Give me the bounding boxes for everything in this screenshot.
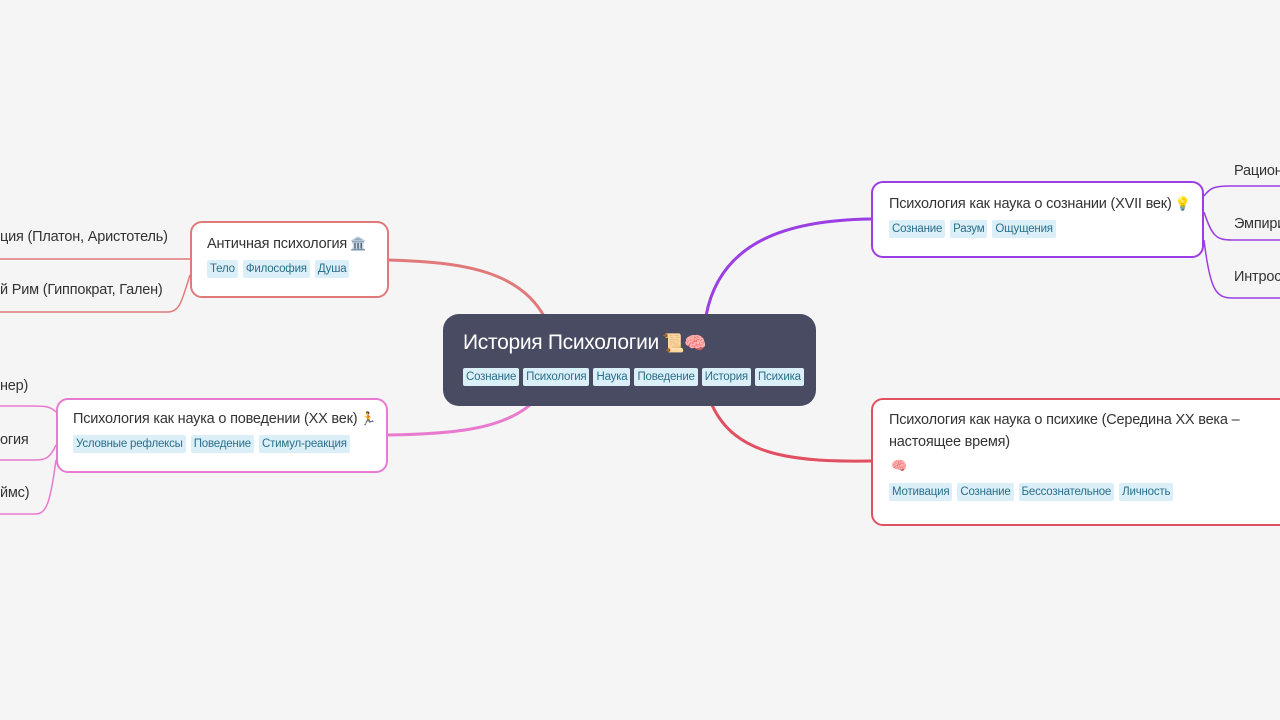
scroll-brain-icon: 📜🧠 (661, 333, 707, 354)
leaf-behavior-1[interactable]: нер) (0, 378, 29, 394)
link-behavior-child-2 (0, 444, 57, 461)
link-behavior-child-1 (0, 405, 57, 413)
link-behavior-child-3 (0, 459, 57, 515)
root-title: История Психологии📜🧠 (463, 328, 816, 358)
leaf-behavior-3[interactable]: ймс) (0, 485, 30, 501)
tag[interactable]: Мотивация (889, 483, 953, 501)
tag[interactable]: Тело (207, 260, 238, 279)
link-antique-child-2 (0, 274, 191, 313)
leaf-antique-1[interactable]: ция (Платон, Аристотель) (0, 229, 168, 245)
lightbulb-icon: 💡 (1174, 196, 1191, 212)
link-consc-child-2 (1203, 211, 1280, 241)
classical-building-icon: 🏛️ (350, 236, 367, 252)
tag[interactable]: Психика (754, 368, 804, 387)
tag[interactable]: Поведение (634, 368, 698, 387)
brain-icon: 🧠 (891, 457, 908, 473)
node-tags: Сознание Разум Ощущения (889, 220, 1202, 239)
node-icon-row: 🧠 (889, 457, 1280, 479)
root-tags: Сознание Психология Наука Поведение Исто… (463, 368, 816, 387)
leaf-consc-2[interactable]: Эмпири (1234, 216, 1280, 232)
link-root-antique (387, 258, 547, 319)
node-tags: Мотивация Сознание Бессознательное Лично… (889, 483, 1280, 501)
node-behavior-psychology[interactable]: Психология как наука о поведении (XX век… (56, 398, 388, 473)
node-tags: Условные рефлексы Поведение Стимул-реакц… (73, 435, 386, 454)
link-consc-child-1 (1203, 185, 1280, 197)
tag[interactable]: Сознание (957, 483, 1014, 501)
root-title-text: История Психологии (463, 331, 659, 354)
tag[interactable]: Условные рефлексы (73, 435, 186, 454)
tag[interactable]: Душа (314, 260, 350, 279)
leaf-antique-2[interactable]: й Рим (Гиппократ, Гален) (0, 282, 163, 298)
node-title: Античная психология🏛️ (207, 234, 387, 254)
tag[interactable]: Бессознательное (1018, 483, 1115, 501)
node-title-text: Психология как наука о сознании (XVII ве… (889, 196, 1172, 212)
tag[interactable]: Разум (950, 220, 988, 239)
leaf-behavior-2[interactable]: огия (0, 432, 29, 448)
node-psyche-psychology[interactable]: Психология как наука о психике (Середина… (871, 398, 1280, 526)
tag[interactable]: Стимул-реакция (259, 435, 350, 454)
link-root-behavior (387, 403, 531, 437)
node-consciousness-psychology[interactable]: Психология как наука о сознании (XVII ве… (871, 181, 1204, 258)
tag[interactable]: Психология (523, 368, 590, 387)
node-antique-psychology[interactable]: Античная психология🏛️ Тело Философия Душ… (190, 221, 389, 298)
node-title-text: Психология как наука о психике (Середина… (889, 412, 1240, 450)
tag[interactable]: Ощущения (992, 220, 1056, 239)
tag[interactable]: Поведение (190, 435, 254, 454)
link-root-consciousness (704, 217, 872, 317)
node-title-text: Античная психология (207, 236, 348, 252)
leaf-consc-1[interactable]: Рацион (1234, 163, 1280, 179)
link-root-psyche (710, 404, 872, 463)
tag[interactable]: Сознание (463, 368, 520, 387)
node-tags: Тело Философия Душа (207, 260, 387, 279)
tag[interactable]: История (701, 368, 751, 387)
leaf-consc-3[interactable]: Интрос (1234, 269, 1280, 285)
tag[interactable]: Наука (593, 368, 631, 387)
tag[interactable]: Сознание (889, 220, 946, 239)
root-node[interactable]: История Психологии📜🧠 Сознание Психология… (443, 314, 816, 406)
node-title: Психология как наука о сознании (XVII ве… (889, 194, 1202, 214)
node-title-text: Психология как наука о поведении (XX век… (73, 411, 358, 427)
node-title: Психология как наука о поведении (XX век… (73, 409, 386, 429)
tag[interactable]: Философия (242, 260, 310, 279)
running-person-icon: 🏃 (360, 411, 377, 427)
node-title: Психология как наука о психике (Середина… (889, 409, 1280, 453)
link-consc-child-3 (1203, 239, 1280, 299)
tag[interactable]: Личность (1119, 483, 1174, 501)
